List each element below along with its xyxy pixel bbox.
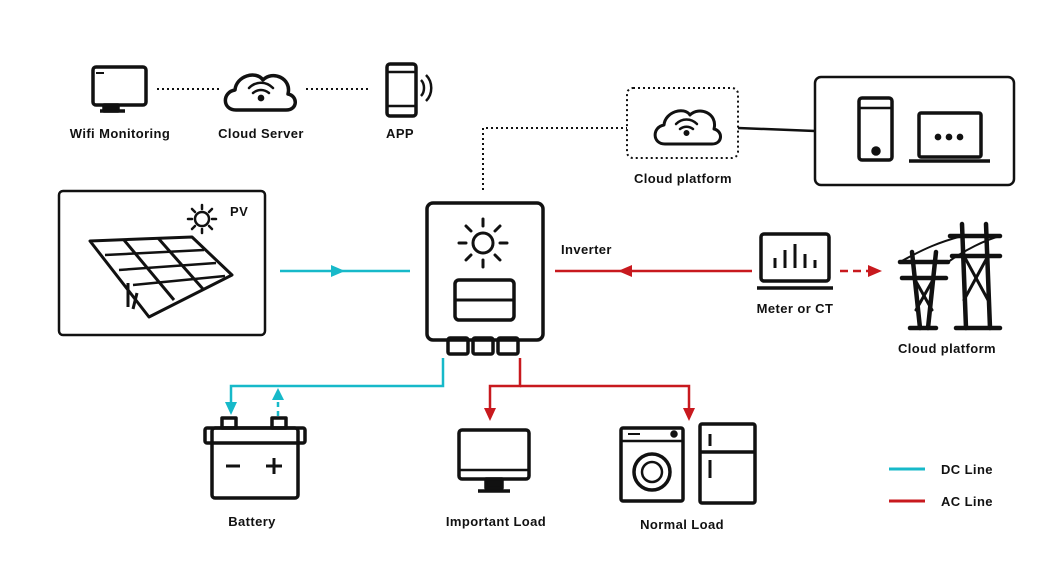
ac-line-inverter-loads bbox=[488, 358, 522, 412]
solar-panel-icon bbox=[88, 235, 234, 319]
pv-box bbox=[57, 189, 267, 337]
washing-machine-icon bbox=[619, 426, 685, 503]
normal-load-label: Normal Load bbox=[640, 517, 724, 532]
cloud-server-label: Cloud Server bbox=[218, 126, 304, 141]
dc-arrow-battery-up bbox=[272, 388, 284, 400]
cloud-platform-node: Cloud platform bbox=[626, 87, 739, 186]
sun-icon bbox=[457, 217, 509, 269]
meter-icon bbox=[757, 232, 833, 290]
refrigerator-icon bbox=[698, 422, 757, 505]
ac-arrow-inverter bbox=[618, 265, 632, 277]
app-node: APP bbox=[385, 62, 433, 141]
monitor-icon bbox=[91, 65, 148, 113]
wifi-monitoring-label: Wifi Monitoring bbox=[70, 126, 170, 141]
cloud-server-node: Cloud Server bbox=[218, 73, 304, 141]
monitor-icon bbox=[457, 428, 531, 493]
legend-ac-label: AC Line bbox=[941, 494, 993, 509]
grid-node: Cloud platform bbox=[897, 221, 1003, 356]
cloud-wifi-icon bbox=[653, 109, 722, 146]
important-load-label: Important Load bbox=[446, 514, 546, 529]
sun-icon bbox=[186, 203, 218, 235]
ac-arrow-important-load bbox=[484, 408, 496, 421]
pv-label: PV bbox=[230, 204, 248, 219]
phone-icon bbox=[857, 96, 894, 162]
dotted-link-inverter-cloud bbox=[482, 127, 627, 190]
dc-arrow-battery-down bbox=[225, 402, 237, 415]
app-label: APP bbox=[386, 126, 414, 141]
dc-line-inverter-battery bbox=[229, 358, 445, 407]
inverter-icon bbox=[425, 201, 545, 356]
legend-dc-label: DC Line bbox=[941, 462, 993, 477]
cloud-wifi-icon bbox=[223, 73, 297, 112]
devices-node bbox=[813, 75, 1016, 187]
link-cloud-devices bbox=[737, 126, 816, 133]
cloud-platform-label: Cloud platform bbox=[634, 171, 732, 186]
inverter-node bbox=[425, 201, 545, 356]
legend: DC Line AC Line bbox=[889, 462, 993, 509]
meter-label: Meter or CT bbox=[757, 301, 834, 316]
ac-arrow-grid bbox=[868, 265, 882, 277]
battery-label: Battery bbox=[228, 514, 276, 529]
meter-node: Meter or CT bbox=[757, 232, 834, 316]
wifi-monitoring-node: Wifi Monitoring bbox=[70, 65, 170, 141]
phone-icon bbox=[385, 62, 433, 118]
pv-node: PV bbox=[57, 189, 267, 337]
battery-node: Battery bbox=[203, 416, 307, 529]
laptop-icon bbox=[909, 111, 990, 163]
normal-load-node: Normal Load bbox=[619, 422, 757, 532]
cloud-platform-box bbox=[626, 87, 739, 159]
inverter-label: Inverter bbox=[561, 242, 612, 257]
important-load-node: Important Load bbox=[446, 428, 546, 529]
ac-arrow-normal-load bbox=[683, 408, 695, 421]
dc-arrow-pv bbox=[331, 265, 345, 277]
power-pylon-icon bbox=[897, 221, 1003, 331]
grid-label: Cloud platform bbox=[898, 341, 996, 356]
devices-box bbox=[813, 75, 1016, 187]
battery-icon bbox=[203, 416, 307, 500]
ac-line-to-normal-load bbox=[520, 384, 691, 412]
